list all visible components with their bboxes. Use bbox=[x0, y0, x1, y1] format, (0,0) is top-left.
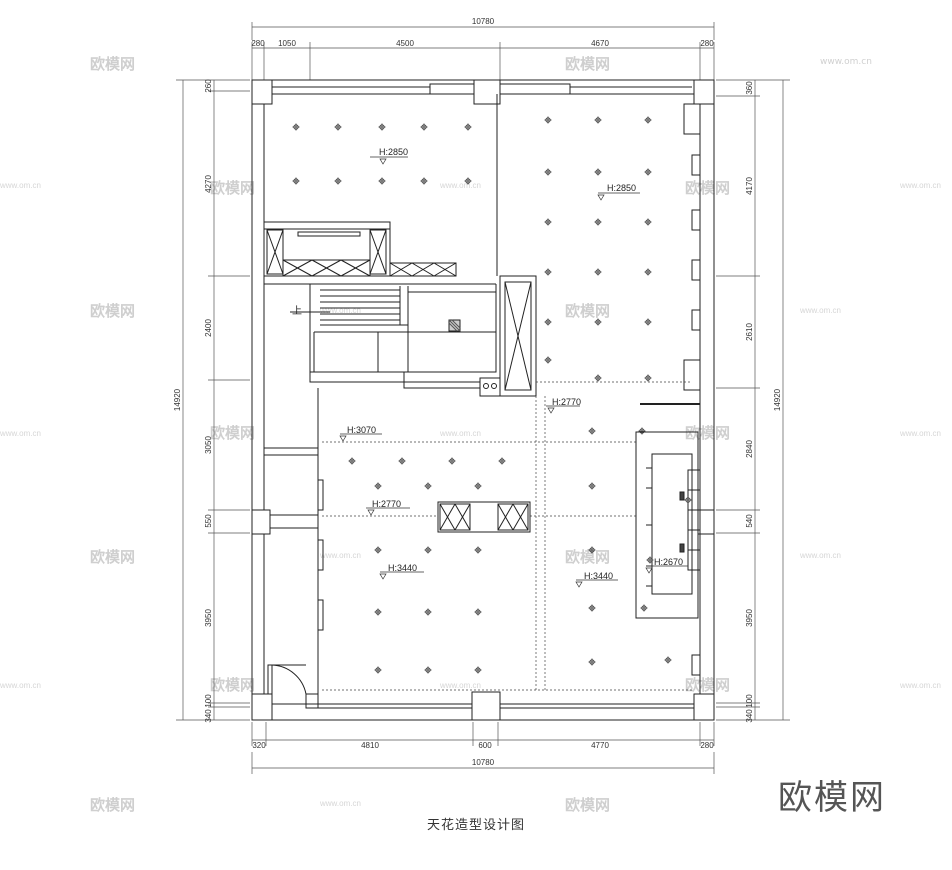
watermark-url: www.om.cn bbox=[0, 181, 41, 190]
watermark-url: www.om.cn bbox=[899, 181, 941, 190]
stair-up-label: 上 bbox=[292, 305, 302, 317]
dim-bottom-part: 280 bbox=[700, 741, 714, 750]
watermark: 欧模网 bbox=[685, 424, 730, 442]
right-cabinet-ceiling bbox=[635, 431, 701, 619]
dim-left-part: 550 bbox=[204, 514, 213, 528]
height-marker: H:3440 bbox=[575, 571, 618, 588]
dim-right-part: 2610 bbox=[745, 323, 754, 341]
watermark-layer: 欧模网 欧模网 www.om.cn 欧模网 欧模网 www.om.cn www.… bbox=[0, 55, 941, 814]
height-label: H:2670 bbox=[654, 557, 683, 567]
dim-top-part: 280 bbox=[700, 39, 714, 48]
watermark: 欧模网 bbox=[685, 179, 730, 197]
watermark-url: www.om.cn bbox=[439, 181, 481, 190]
dim-bottom-part: 600 bbox=[478, 741, 492, 750]
dim-right-part: 360 bbox=[745, 81, 754, 95]
dim-top-part: 4670 bbox=[591, 39, 609, 48]
height-marker: H:2770 bbox=[366, 499, 410, 516]
dim-top-part: 4500 bbox=[396, 39, 414, 48]
watermark-url: www.om.cn bbox=[899, 681, 941, 690]
height-label: H:2850 bbox=[379, 147, 408, 157]
drawing-title: 天花造型设计图 bbox=[426, 818, 525, 833]
dim-left-part: 3950 bbox=[204, 609, 213, 627]
watermark-url: www.om.cn bbox=[799, 551, 841, 560]
height-marker: H:2850 bbox=[370, 147, 408, 165]
watermark-url: www.om.cn bbox=[799, 306, 841, 315]
height-marker: H:3070 bbox=[339, 425, 382, 442]
dim-bottom-part: 4770 bbox=[591, 741, 609, 750]
watermark: 欧模网 bbox=[685, 676, 730, 694]
watermark-url: www.om.cn bbox=[820, 57, 872, 67]
dim-left-part: 4270 bbox=[204, 175, 213, 193]
height-marker: H:2670 bbox=[645, 557, 688, 574]
watermark: 欧模网 bbox=[90, 796, 135, 814]
height-label: H:2850 bbox=[607, 183, 636, 193]
ceiling-dashed-lines bbox=[322, 381, 692, 691]
dim-top-part: 1050 bbox=[278, 39, 296, 48]
watermark-url: www.om.cn bbox=[319, 799, 361, 808]
dim-right-part: 100 bbox=[745, 694, 754, 708]
dim-left-part: 340 bbox=[204, 709, 213, 723]
stair-block bbox=[263, 221, 537, 709]
site-logo: 欧模网 bbox=[778, 778, 886, 818]
height-label: H:2770 bbox=[552, 397, 581, 407]
height-markers: H:2850 H:2850 H:2770 H:3070 H:2770 H:344… bbox=[339, 147, 688, 588]
watermark: 欧模网 bbox=[210, 179, 255, 197]
watermark-url: www.om.cn bbox=[319, 551, 361, 560]
dim-bottom-part: 4810 bbox=[361, 741, 379, 750]
dim-top-total: 10780 bbox=[472, 17, 495, 26]
dimension-texts: 10780 280 1050 4500 4670 280 320 4810 60… bbox=[173, 17, 782, 767]
watermark-url: www.om.cn bbox=[0, 681, 41, 690]
walls bbox=[251, 79, 715, 721]
dim-right-part: 4170 bbox=[745, 177, 754, 195]
watermark-url: www.om.cn bbox=[0, 429, 41, 438]
dim-left-part: 3050 bbox=[204, 436, 213, 454]
dim-left-total: 14920 bbox=[173, 388, 182, 411]
height-marker: H:2850 bbox=[597, 183, 640, 201]
watermark: 欧模网 bbox=[210, 424, 255, 442]
dim-left-part: 260 bbox=[204, 79, 213, 93]
dim-left-part: 2400 bbox=[204, 319, 213, 337]
height-marker: H:2770 bbox=[546, 397, 581, 414]
dim-left-part: 100 bbox=[204, 694, 213, 708]
dim-bottom-part: 320 bbox=[252, 741, 266, 750]
height-label: H:3440 bbox=[388, 563, 417, 573]
watermark-url: www.om.cn bbox=[899, 429, 941, 438]
watermark: 欧模网 bbox=[565, 55, 610, 73]
watermark: 欧模网 bbox=[565, 796, 610, 814]
height-label: H:3440 bbox=[584, 571, 613, 581]
watermark: 欧模网 bbox=[90, 548, 135, 566]
dim-right-part: 540 bbox=[745, 514, 754, 528]
dim-right-part: 340 bbox=[745, 709, 754, 723]
height-label: H:3070 bbox=[347, 425, 376, 435]
ceiling-beam-feature bbox=[437, 501, 531, 533]
downlights bbox=[292, 116, 692, 674]
watermark-url: www.om.cn bbox=[439, 429, 481, 438]
watermark: 欧模网 bbox=[90, 55, 135, 73]
watermark: 欧模网 bbox=[90, 302, 135, 320]
height-marker: H:3440 bbox=[379, 563, 424, 580]
dim-right-part: 2840 bbox=[745, 440, 754, 458]
watermark-url: www.om.cn bbox=[439, 681, 481, 690]
dim-top-part: 280 bbox=[251, 39, 265, 48]
dimension-lines bbox=[176, 22, 790, 774]
height-label: H:2770 bbox=[372, 499, 401, 509]
watermark: 欧模网 bbox=[210, 676, 255, 694]
dim-bottom-total: 10780 bbox=[472, 758, 495, 767]
watermark: 欧模网 bbox=[565, 302, 610, 320]
dim-right-part: 3950 bbox=[745, 609, 754, 627]
watermark: 欧模网 bbox=[565, 548, 610, 566]
dim-right-total: 14920 bbox=[773, 388, 782, 411]
watermark-url: www.om.cn bbox=[319, 306, 361, 315]
